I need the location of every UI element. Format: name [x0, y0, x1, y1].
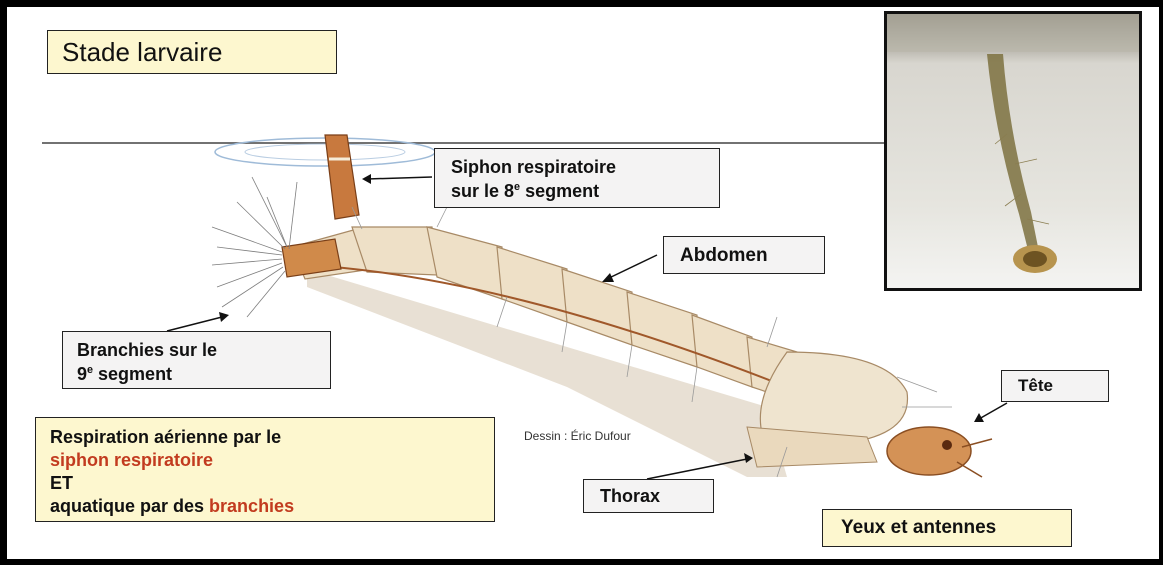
respiration-line2: siphon respiratoire [50, 449, 494, 472]
siphon-label-line1: Siphon respiratoire [451, 155, 719, 179]
tete-label: Tête [1018, 376, 1053, 395]
abdomen-label-box: Abdomen [663, 236, 825, 274]
branchies-pointer [167, 317, 222, 331]
abdomen-pointer-head [602, 273, 614, 282]
head-shape [887, 427, 971, 475]
branchies-label-line2: 9e segment [77, 362, 330, 386]
antenna [957, 462, 982, 477]
eye-spot [942, 440, 952, 450]
yeux-label: Yeux et antennes [841, 517, 996, 538]
yeux-label-box: Yeux et antennes [822, 509, 1072, 547]
respiration-line3: ET [50, 472, 494, 495]
thorax-label-box: Thorax [583, 479, 714, 513]
abdomen-pointer [607, 255, 657, 279]
surface-ripple-inner [245, 144, 405, 160]
siphon-shape [325, 135, 359, 219]
branchies-label-box: Branchies sur le 9e segment [62, 331, 331, 389]
siphon-pointer-head [362, 174, 371, 184]
page-title: Stade larvaire [62, 37, 222, 67]
respiration-line1: Respiration aérienne par le [50, 426, 494, 449]
tete-pointer [979, 403, 1007, 419]
diagram-canvas: Stade larvaire Siphon respiratoire sur l… [7, 7, 1159, 559]
abdomen-label: Abdomen [680, 245, 768, 266]
larva-photo [884, 11, 1142, 291]
siphon-label-line2: sur le 8e segment [451, 179, 719, 203]
respiration-box: Respiration aérienne par le siphon respi… [35, 417, 495, 522]
surface-ripple [215, 138, 435, 166]
siphon-label-box: Siphon respiratoire sur le 8e segment [434, 148, 720, 208]
tete-label-box: Tête [1001, 370, 1109, 402]
respiration-line4: aquatique par des branchies [50, 495, 494, 518]
title-box: Stade larvaire [47, 30, 337, 74]
branchies-label-line1: Branchies sur le [77, 338, 330, 362]
branchies-pointer-head [219, 312, 229, 322]
siphon-pointer [367, 177, 432, 179]
drawing-credit: Dessin : Éric Dufour [524, 429, 631, 443]
thorax-label: Thorax [600, 486, 660, 506]
